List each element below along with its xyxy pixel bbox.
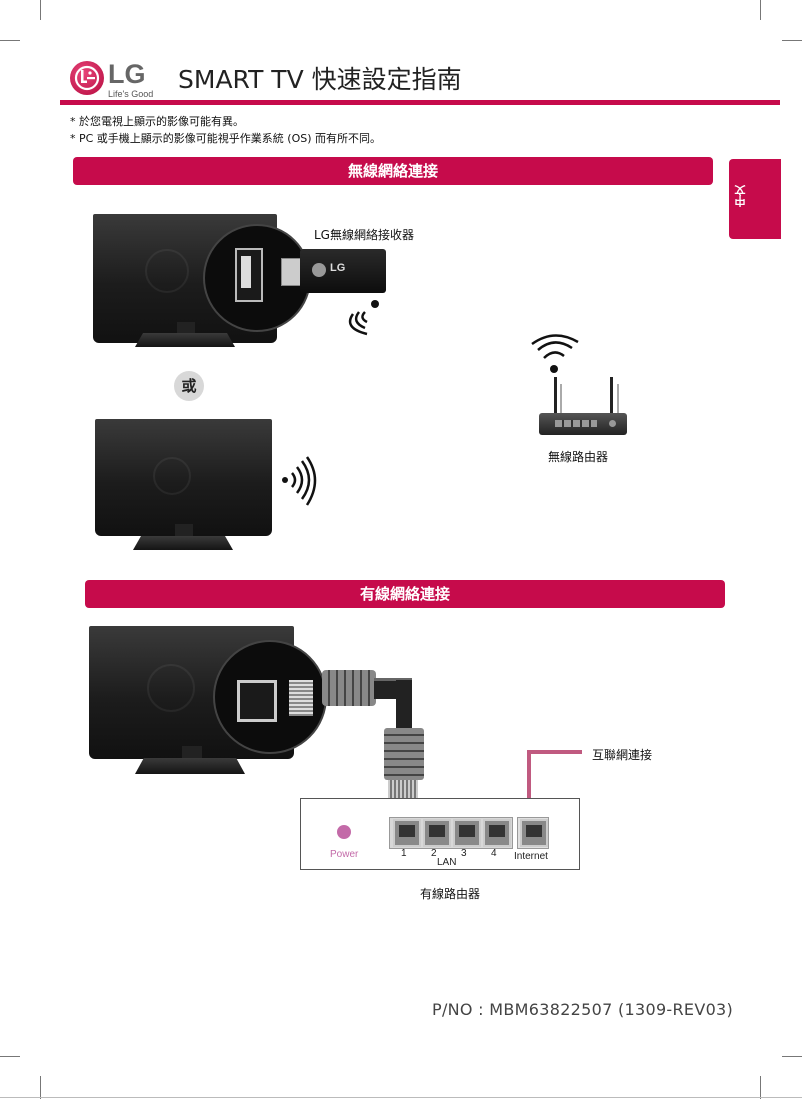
internet-cable xyxy=(527,750,582,754)
wired-router-icon: Power 1 2 3 4 LAN Internet xyxy=(300,798,580,870)
internet-cable xyxy=(527,750,531,800)
crop-mark xyxy=(0,40,20,41)
bottom-trim-line xyxy=(0,1097,802,1098)
lan-port xyxy=(453,819,481,847)
router-antenna xyxy=(617,384,619,418)
part-number: P/NO : MBM63822507 (1309-REV03) xyxy=(432,1000,734,1019)
page-title: SMART TV 快速設定指南 xyxy=(178,65,462,94)
lan-port-number: 1 xyxy=(401,848,407,859)
crop-mark xyxy=(760,0,761,20)
wireless-dongle-icon: LG xyxy=(300,249,386,293)
router-antenna xyxy=(554,377,557,417)
tv-stand xyxy=(135,758,245,774)
router-antenna xyxy=(560,384,562,418)
language-tab-label: 中文 xyxy=(734,185,747,207)
ethernet-plug xyxy=(384,728,424,780)
wifi-signal-icon xyxy=(531,334,579,373)
lan-port xyxy=(423,819,451,847)
crop-mark xyxy=(0,1056,20,1057)
lan-port xyxy=(483,819,511,847)
usb-port-zoom xyxy=(203,224,311,332)
wireless-router-label: 無線路由器 xyxy=(548,450,609,464)
wifi-signal-icon xyxy=(282,456,317,506)
wired-router-label: 有線路由器 xyxy=(420,887,481,901)
crop-mark xyxy=(782,40,802,41)
wireless-router-icon xyxy=(539,413,627,435)
ethernet-port-zoom xyxy=(213,640,327,754)
brand-name: LG xyxy=(108,59,146,89)
crop-mark xyxy=(40,1076,41,1099)
internet-port-label: Internet xyxy=(514,851,548,862)
tv-stand xyxy=(135,333,235,347)
power-led-icon xyxy=(337,825,351,839)
note-line: * PC 或手機上顯示的影像可能視乎作業系統 (OS) 而有所不同。 xyxy=(70,132,382,145)
wireless-section-heading: 無線網絡連接 xyxy=(73,157,713,185)
lan-port-number: 4 xyxy=(491,848,497,859)
lan-port-number: 3 xyxy=(461,848,467,859)
wired-section-heading: 有線網絡連接 xyxy=(85,580,725,608)
internet-port xyxy=(520,819,548,847)
ethernet-plug xyxy=(322,670,376,706)
tv-icon xyxy=(95,419,272,536)
dongle-label: LG無線網絡接收器 xyxy=(314,228,414,242)
internet-connection-label: 互聯網連接 xyxy=(592,748,653,762)
crop-mark xyxy=(760,1076,761,1099)
ethernet-cable xyxy=(396,680,412,730)
lan-port-number: 2 xyxy=(431,848,437,859)
brand-tagline: Life's Good xyxy=(108,89,154,99)
tv-stand xyxy=(133,536,233,550)
lan-label: LAN xyxy=(437,857,457,868)
dongle-brand: LG xyxy=(330,262,346,274)
lan-port xyxy=(393,819,421,847)
or-badge: 或 xyxy=(174,371,204,401)
power-label: Power xyxy=(330,849,359,860)
crop-mark xyxy=(40,0,41,20)
note-line: * 於您電視上顯示的影像可能有異。 xyxy=(70,115,244,128)
header-divider xyxy=(60,100,780,105)
router-antenna xyxy=(610,377,613,417)
wifi-signal-icon xyxy=(348,300,379,336)
crop-mark xyxy=(782,1056,802,1057)
language-tab: 中文 xyxy=(729,159,781,239)
lg-logo-icon xyxy=(70,61,104,95)
